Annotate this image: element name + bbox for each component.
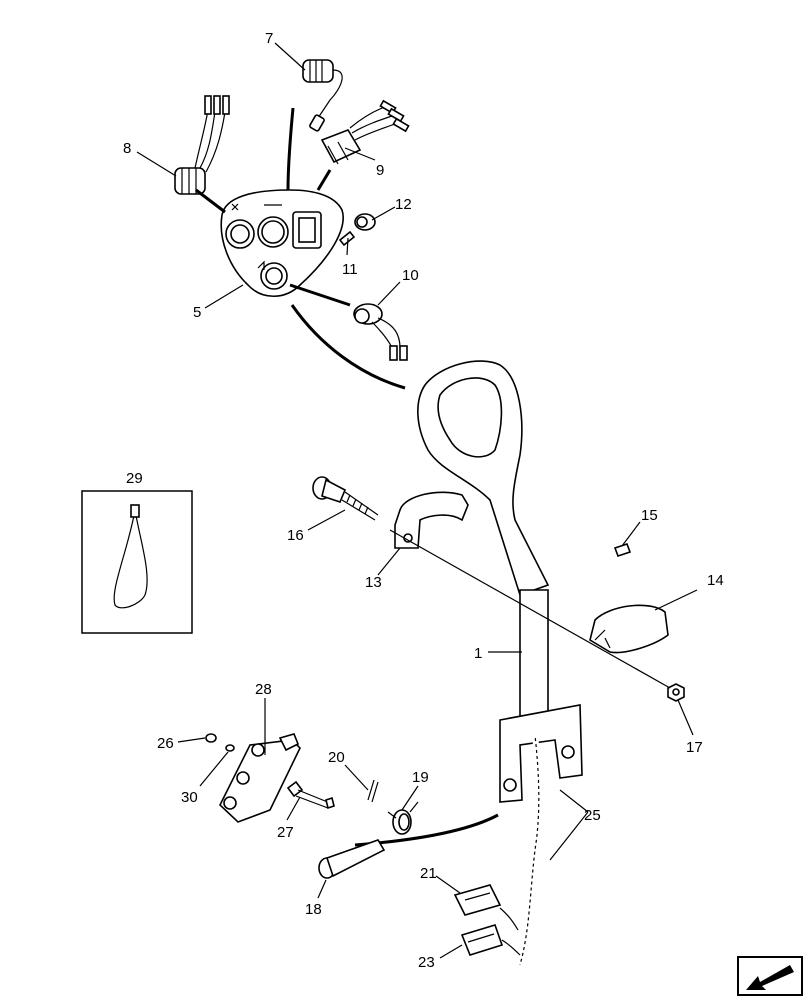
assembly-line: [289, 283, 351, 307]
callout-1: 1: [474, 645, 482, 662]
callout-23: 23: [418, 954, 435, 971]
connector-part-21[interactable]: [453, 884, 502, 916]
callout-10: 10: [402, 267, 419, 284]
pin-part-18[interactable]: [318, 839, 386, 879]
callout-12: 12: [395, 196, 412, 213]
spring-part-19[interactable]: [387, 801, 419, 835]
callout-29: 29: [126, 470, 143, 487]
callout-21: 21: [420, 865, 437, 882]
callout-25: 25: [584, 807, 601, 824]
lever-handle-part-1[interactable]: [417, 360, 583, 803]
callout-14: 14: [707, 572, 724, 589]
socket-part-12[interactable]: [354, 213, 376, 231]
assembly-line: [389, 529, 671, 689]
callout-17: 17: [686, 739, 703, 756]
assembly-line: [286, 107, 295, 191]
callout-26: 26: [157, 735, 174, 752]
knob-screw-part-16[interactable]: [312, 476, 379, 521]
callout-18: 18: [305, 901, 322, 918]
assembly-line: [195, 188, 226, 214]
switch-part-9[interactable]: [320, 99, 410, 165]
lamp-part-10[interactable]: [353, 303, 408, 361]
switch-part-7[interactable]: [302, 59, 343, 132]
callout-9: 9: [376, 162, 384, 179]
leader-lines: [136, 42, 698, 959]
callout-7: 7: [265, 30, 273, 47]
nut-part-17[interactable]: [667, 683, 685, 702]
callout-5: 5: [193, 304, 201, 321]
callout-19: 19: [412, 769, 429, 786]
washer-part-30[interactable]: [225, 744, 235, 752]
callout-13: 13: [365, 574, 382, 591]
callout-30: 30: [181, 789, 198, 806]
arrow-left-down-icon[interactable]: [737, 956, 803, 996]
assembly-line: [316, 169, 332, 191]
connector-part-23[interactable]: [460, 907, 521, 956]
washer-part-26[interactable]: [205, 733, 217, 743]
callout-16: 16: [287, 527, 304, 544]
wiring-harness-part-25[interactable]: [517, 734, 542, 966]
callout-labels: 7 8 9 12 11 10 5 29 15 16 13 14 1 28 26 …: [123, 30, 724, 971]
bracket-part-28[interactable]: [219, 733, 301, 823]
control-panel-part-5[interactable]: [220, 189, 344, 297]
callout-11: 11: [342, 261, 358, 278]
assembly-line: [290, 304, 406, 390]
callout-20: 20: [328, 749, 345, 766]
clamp-part-14[interactable]: [589, 604, 669, 654]
bulb-part-11[interactable]: [338, 230, 356, 247]
detail-box-part-29[interactable]: [81, 490, 193, 634]
bolt-part-27[interactable]: [286, 780, 335, 810]
callout-15: 15: [641, 507, 658, 524]
switch-part-8[interactable]: [174, 95, 230, 195]
cotter-pin-part-20[interactable]: [367, 779, 379, 803]
callout-28: 28: [255, 681, 272, 698]
callout-27: 27: [277, 824, 294, 841]
callout-8: 8: [123, 140, 131, 157]
